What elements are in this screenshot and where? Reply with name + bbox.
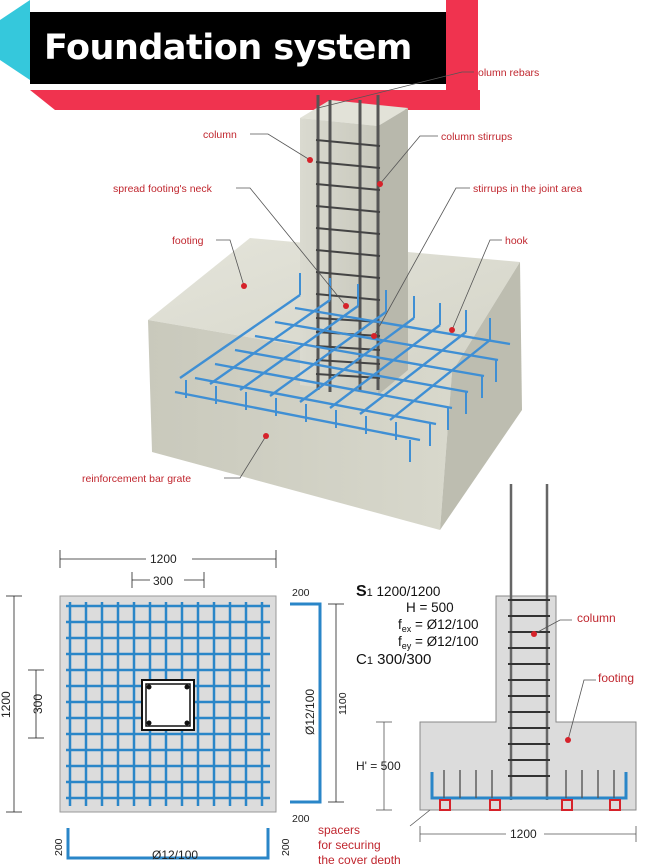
section-view — [376, 484, 637, 842]
section-label-footing: footing — [598, 671, 634, 685]
plan-dim-column-v: 300 — [31, 694, 45, 714]
spec-c: C1 300/300 — [356, 651, 431, 668]
plan-dim-width: 1200 — [150, 552, 177, 566]
plan-bar-label-side: Ø12/100 — [303, 689, 317, 735]
label-column-rebars: olumn rebars — [478, 67, 539, 79]
label-grate: reinforcement bar grate — [82, 473, 191, 485]
label-hook: hook — [505, 235, 529, 247]
plan-view — [6, 550, 344, 860]
spec-fey: fey = Ø12/100 — [398, 634, 478, 651]
spec-s: S1 1200/1200 — [356, 583, 440, 600]
label-column-stirrups: column stirrups — [441, 131, 512, 143]
label-column: column — [203, 129, 237, 141]
plan-dim-height: 1200 — [0, 691, 13, 718]
plan-hook-bottom: 200 — [292, 813, 310, 825]
spec-h: H = 500 — [406, 600, 454, 615]
spacers-line-2: for securing — [318, 838, 381, 852]
spacers-line-3: the cover depth — [318, 853, 401, 864]
page-title: Foundation system — [30, 12, 446, 84]
label-stirrups-joint: stirrups in the joint area — [473, 183, 582, 195]
plan-hook-top: 200 — [292, 587, 310, 599]
plan-bar-label-bottom: Ø12/100 — [152, 848, 198, 862]
section-dim-h: H' = 500 — [356, 759, 401, 773]
iso-footing — [148, 71, 522, 530]
section-label-column: column — [577, 611, 616, 625]
plan-bottom-left: 200 — [53, 838, 65, 856]
section-dim-width: 1200 — [510, 827, 537, 841]
plan-dim-column: 300 — [153, 574, 173, 588]
plan-bottom-right: 200 — [280, 838, 292, 856]
spec-fex: fex = Ø12/100 — [398, 617, 478, 634]
spacers-line-1: spacers — [318, 823, 360, 837]
label-footing: footing — [172, 235, 204, 247]
plan-hook-length: 1100 — [337, 692, 349, 715]
label-neck: spread footing's neck — [113, 183, 213, 195]
